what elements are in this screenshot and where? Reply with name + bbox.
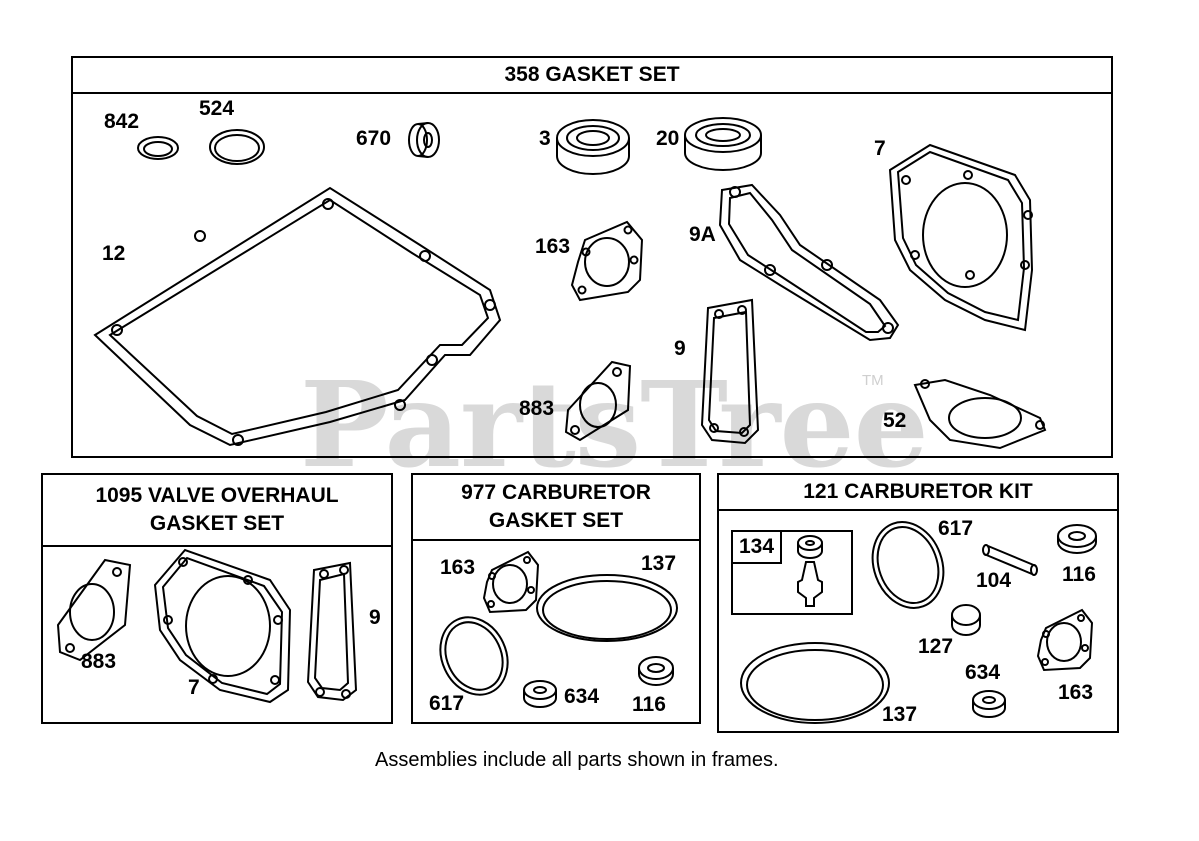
cg-ring-617 — [439, 616, 509, 696]
carb-gasket-title-line1: 977 CARBURETOR — [461, 481, 651, 504]
carb-kit-title-text: 121 CARBURETOR KIT — [803, 480, 1033, 503]
label-ck-617: 617 — [938, 517, 974, 540]
label-cg-116: 116 — [632, 693, 666, 716]
ck-plug-127 — [951, 604, 981, 636]
label-ck-116: 116 — [1062, 563, 1096, 586]
label-ck-163: 163 — [1058, 681, 1094, 704]
ck-needle-134 — [797, 535, 823, 607]
label-670: 670 — [356, 127, 392, 150]
valve-overhaul-title-line2: GASKET SET — [149, 512, 285, 535]
cg-ring-137 — [536, 574, 678, 642]
label-52: 52 — [883, 409, 907, 432]
valve-overhaul-title: 1095 VALVE OVERHAUL GASKET SET — [43, 475, 391, 547]
footnote-caption: Assemblies include all parts shown in fr… — [375, 749, 779, 771]
label-163: 163 — [535, 235, 571, 258]
gasket-842-ring — [137, 136, 179, 160]
ck-pin-104 — [982, 544, 1038, 576]
carb-kit-frame: 121 CARBURETOR KIT — [717, 473, 1119, 733]
ck-ring-137 — [740, 642, 890, 724]
cg-washer-634 — [523, 680, 557, 708]
label-9A: 9A — [689, 223, 716, 246]
part-134-subbox: 134 — [731, 530, 853, 615]
ck-carb-gasket-163 — [1036, 608, 1094, 672]
vo-head-gasket-7 — [153, 548, 292, 704]
gasket-set-title-text: 358 GASKET SET — [504, 63, 680, 86]
label-vo-883: 883 — [81, 650, 117, 673]
label-524: 524 — [199, 97, 235, 120]
exhaust-gasket-52 — [913, 378, 1047, 450]
label-vo-9: 9 — [369, 606, 381, 629]
crankcase-gasket-12 — [93, 186, 502, 447]
label-7: 7 — [874, 137, 886, 160]
label-20: 20 — [656, 127, 680, 150]
cg-carb-gasket-163 — [482, 550, 540, 614]
label-883: 883 — [519, 397, 555, 420]
label-cg-137: 137 — [641, 552, 677, 575]
intake-gasket-9A — [718, 183, 900, 342]
carb-gasket-title-line2: GASKET SET — [488, 509, 624, 532]
cg-washer-116 — [638, 656, 674, 686]
label-842: 842 — [104, 110, 140, 133]
carb-gasket-163 — [570, 220, 644, 302]
gasket-set-frame: 358 GASKET SET — [71, 56, 1113, 458]
ck-washer-116 — [1057, 524, 1097, 554]
intake-gasket-883 — [564, 360, 632, 442]
label-cg-634: 634 — [564, 685, 600, 708]
vo-rocker-gasket-9 — [306, 561, 358, 702]
vo-intake-gasket-883 — [56, 558, 132, 662]
carb-gasket-frame: 977 CARBURETOR GASKET SET — [411, 473, 701, 724]
trademark-mark: TM — [862, 372, 884, 389]
oil-seal-20 — [684, 117, 762, 171]
ck-washer-634 — [972, 690, 1006, 718]
label-3: 3 — [539, 127, 551, 150]
label-ck-127: 127 — [918, 635, 954, 658]
valve-overhaul-title-line1: 1095 VALVE OVERHAUL — [95, 484, 339, 507]
label-12: 12 — [102, 242, 126, 265]
label-vo-7: 7 — [188, 676, 200, 699]
part-134-label: 134 — [733, 532, 783, 564]
ck-ring-617 — [871, 521, 945, 609]
partstree-watermark: PartsTree — [300, 355, 929, 494]
carb-kit-title: 121 CARBURETOR KIT — [719, 475, 1117, 511]
gasket-524-ring — [209, 129, 265, 165]
head-gasket-7 — [888, 143, 1034, 332]
carb-gasket-title: 977 CARBURETOR GASKET SET — [413, 475, 699, 541]
washer-670 — [408, 122, 440, 158]
label-ck-104: 104 — [976, 569, 1012, 592]
rocker-gasket-9 — [700, 298, 760, 445]
label-9: 9 — [674, 337, 686, 360]
gasket-set-title: 358 GASKET SET — [73, 58, 1111, 94]
label-ck-634: 634 — [965, 661, 1001, 684]
valve-overhaul-frame: 1095 VALVE OVERHAUL GASKET SET — [41, 473, 393, 724]
label-cg-163: 163 — [440, 556, 476, 579]
label-ck-137: 137 — [882, 703, 918, 726]
oil-seal-3 — [556, 119, 630, 175]
label-cg-617: 617 — [429, 692, 465, 715]
